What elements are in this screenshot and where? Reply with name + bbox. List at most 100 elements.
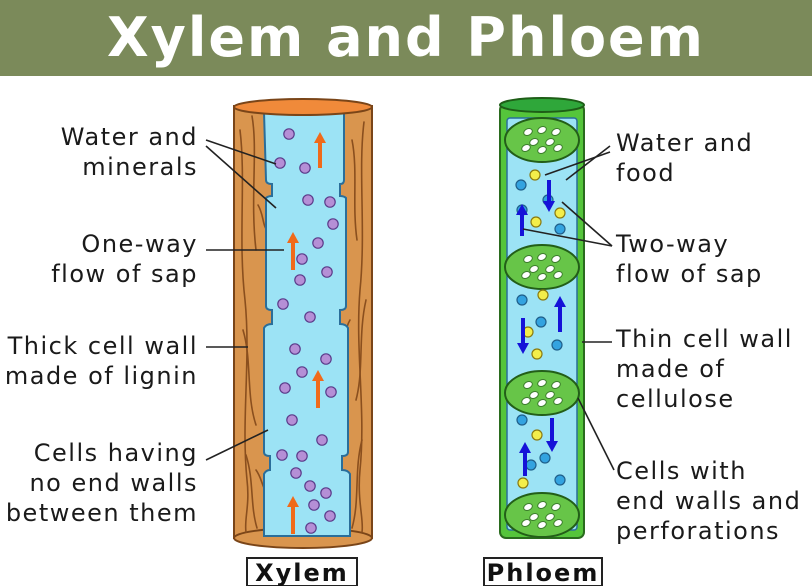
perforation xyxy=(523,503,533,511)
food-particle xyxy=(529,169,541,181)
mineral-particle xyxy=(286,414,298,426)
down-arrow xyxy=(546,418,558,452)
perforation xyxy=(523,128,533,136)
leader-water-minerals-a xyxy=(205,139,277,165)
mineral-particle xyxy=(324,196,336,208)
mineral-particle xyxy=(327,218,339,230)
sieve-plate xyxy=(504,492,580,538)
down-arrow xyxy=(543,180,555,212)
mineral-particle xyxy=(316,434,328,446)
water-particle xyxy=(525,459,537,471)
mineral-particle xyxy=(324,510,336,522)
mineral-particle xyxy=(305,522,317,534)
perforation xyxy=(521,144,531,152)
label-water-minerals: Water and minerals xyxy=(60,123,198,181)
perforation xyxy=(529,138,539,146)
mineral-particle xyxy=(320,487,332,499)
xylem-vessel xyxy=(233,98,373,549)
perforation xyxy=(553,271,563,279)
water-particle xyxy=(515,179,527,191)
perforation xyxy=(521,271,531,279)
phloem-top-opening xyxy=(499,97,585,113)
mineral-particle xyxy=(321,266,333,278)
mineral-particle xyxy=(283,128,295,140)
food-particle xyxy=(531,348,543,360)
up-arrow xyxy=(314,132,326,168)
perforation xyxy=(523,255,533,263)
up-arrow xyxy=(287,496,299,534)
perforation xyxy=(553,144,563,152)
up-arrow xyxy=(519,442,531,476)
mineral-particle xyxy=(279,382,291,394)
mineral-particle xyxy=(299,162,311,174)
page-title: Xylem and Phloem xyxy=(107,6,705,69)
perforation xyxy=(553,519,563,527)
mineral-particle xyxy=(302,194,314,206)
xylem-particles xyxy=(274,128,339,534)
food-particle xyxy=(531,429,543,441)
perforation xyxy=(551,381,561,389)
label-end-walls-perforations: Cells with end walls and perforations xyxy=(616,457,802,545)
mineral-particle xyxy=(294,274,306,286)
mineral-particle xyxy=(276,449,288,461)
perforation xyxy=(537,501,547,509)
water-particle xyxy=(554,223,566,235)
xylem-caption: Xylem xyxy=(246,557,358,586)
xylem-top-opening xyxy=(233,98,373,116)
perforation xyxy=(529,513,539,521)
water-particle xyxy=(516,294,528,306)
down-arrow xyxy=(517,318,529,354)
mineral-particle xyxy=(320,353,332,365)
mineral-particle xyxy=(289,343,301,355)
xylem-lumen xyxy=(262,111,351,537)
perforation xyxy=(545,391,555,399)
perforation xyxy=(523,381,533,389)
label-thin-cell-wall: Thin cell wall made of cellulose xyxy=(616,325,793,413)
mineral-particle xyxy=(296,366,308,378)
sieve-plate xyxy=(504,370,580,416)
food-particle xyxy=(554,207,566,219)
title-banner xyxy=(0,0,812,76)
leader-two-way-b xyxy=(561,201,613,247)
phloem-sieve-plates xyxy=(504,117,580,538)
perforation xyxy=(537,399,547,407)
perforation xyxy=(545,513,555,521)
perforation xyxy=(551,128,561,136)
sieve-plate xyxy=(504,117,580,163)
perforation xyxy=(551,255,561,263)
leader-water-food-b xyxy=(565,145,611,181)
mineral-particle xyxy=(290,467,302,479)
food-particle xyxy=(517,477,529,489)
water-particle xyxy=(554,474,566,486)
phloem-tube xyxy=(499,97,585,539)
leader-lines xyxy=(205,139,615,471)
mineral-particle xyxy=(296,450,308,462)
perforation xyxy=(529,265,539,273)
food-particle xyxy=(537,289,549,301)
water-particle xyxy=(535,316,547,328)
perforation xyxy=(521,519,531,527)
perforation xyxy=(553,397,563,405)
mineral-particle xyxy=(308,499,320,511)
label-no-end-walls: Cells having no end walls between them xyxy=(5,439,198,527)
label-two-way-flow: Two-way flow of sap xyxy=(616,230,763,288)
perforation xyxy=(537,273,547,281)
xylem-flow-arrows xyxy=(287,132,326,534)
mineral-particle xyxy=(274,157,286,169)
perforation xyxy=(545,138,555,146)
water-particle xyxy=(516,414,528,426)
perforation xyxy=(537,253,547,261)
up-arrow xyxy=(287,232,299,270)
up-arrow xyxy=(312,370,324,408)
phloem-caption: Phloem xyxy=(483,557,603,586)
perforation xyxy=(521,397,531,405)
perforation xyxy=(537,126,547,134)
food-particle xyxy=(530,216,542,228)
mineral-particle xyxy=(277,298,289,310)
label-one-way-flow: One-way flow of sap xyxy=(51,230,198,288)
mineral-particle xyxy=(296,253,308,265)
mineral-particle xyxy=(304,480,316,492)
leader-water-food-a xyxy=(544,151,611,176)
leader-two-way-a xyxy=(522,228,613,247)
